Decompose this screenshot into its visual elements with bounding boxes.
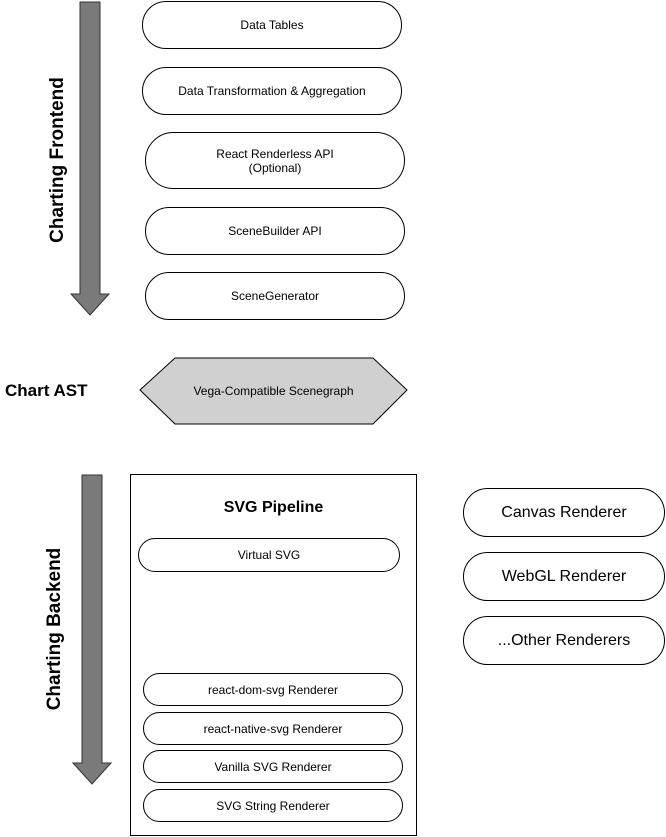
data-transformation-label: Data Transformation & Aggregation — [178, 84, 366, 98]
data-transformation-node: Data Transformation & Aggregation — [142, 67, 402, 115]
webgl-renderer-node: WebGL Renderer — [463, 552, 665, 601]
react-native-svg-renderer-label: react-native-svg Renderer — [203, 721, 343, 736]
chart-ast-label: Chart AST — [5, 381, 88, 400]
data-tables-node: Data Tables — [142, 1, 402, 49]
vega-scenegraph-label: Vega-Compatible Scenegraph — [193, 384, 354, 398]
react-dom-svg-renderer-label: react-dom-svg Renderer — [207, 682, 339, 697]
frontend-label: Charting Frontend — [47, 77, 68, 243]
scenegenerator-node: SceneGenerator — [145, 272, 405, 320]
vanilla-svg-renderer-node: Vanilla SVG Renderer — [143, 750, 403, 783]
scenebuilder-api-label: SceneBuilder API — [228, 224, 322, 238]
react-native-svg-renderer-node: react-native-svg Renderer — [143, 712, 403, 745]
scenebuilder-api-node: SceneBuilder API — [145, 207, 405, 255]
canvas-renderer-label: Canvas Renderer — [501, 503, 627, 521]
svg-pipeline-title: SVG Pipeline — [223, 499, 324, 516]
canvas-renderer-node: Canvas Renderer — [463, 488, 665, 537]
virtual-svg-label: Virtual SVG — [237, 548, 301, 562]
vanilla-svg-renderer-label: Vanilla SVG Renderer — [214, 759, 332, 774]
svg-string-renderer-node: SVG String Renderer — [143, 789, 403, 822]
react-renderless-api-optional-label: (Optional) — [248, 160, 302, 175]
scenegenerator-label: SceneGenerator — [230, 289, 320, 303]
react-renderless-api-label: React Renderless API — [216, 146, 334, 161]
webgl-renderer-label: WebGL Renderer — [501, 567, 627, 585]
data-tables-label: Data Tables — [240, 18, 304, 32]
backend-label: Charting Backend — [44, 547, 65, 711]
vega-scenegraph-node: Vega-Compatible Scenegraph — [140, 358, 407, 424]
react-renderless-api-node: React Renderless API (Optional) — [145, 132, 405, 189]
react-dom-svg-renderer-node: react-dom-svg Renderer — [143, 673, 403, 706]
svg-string-renderer-label: SVG String Renderer — [216, 798, 330, 813]
other-renderers-node: ...Other Renderers — [463, 616, 665, 665]
other-renderers-label: ...Other Renderers — [497, 631, 631, 649]
virtual-svg-node: Virtual SVG — [138, 538, 400, 572]
